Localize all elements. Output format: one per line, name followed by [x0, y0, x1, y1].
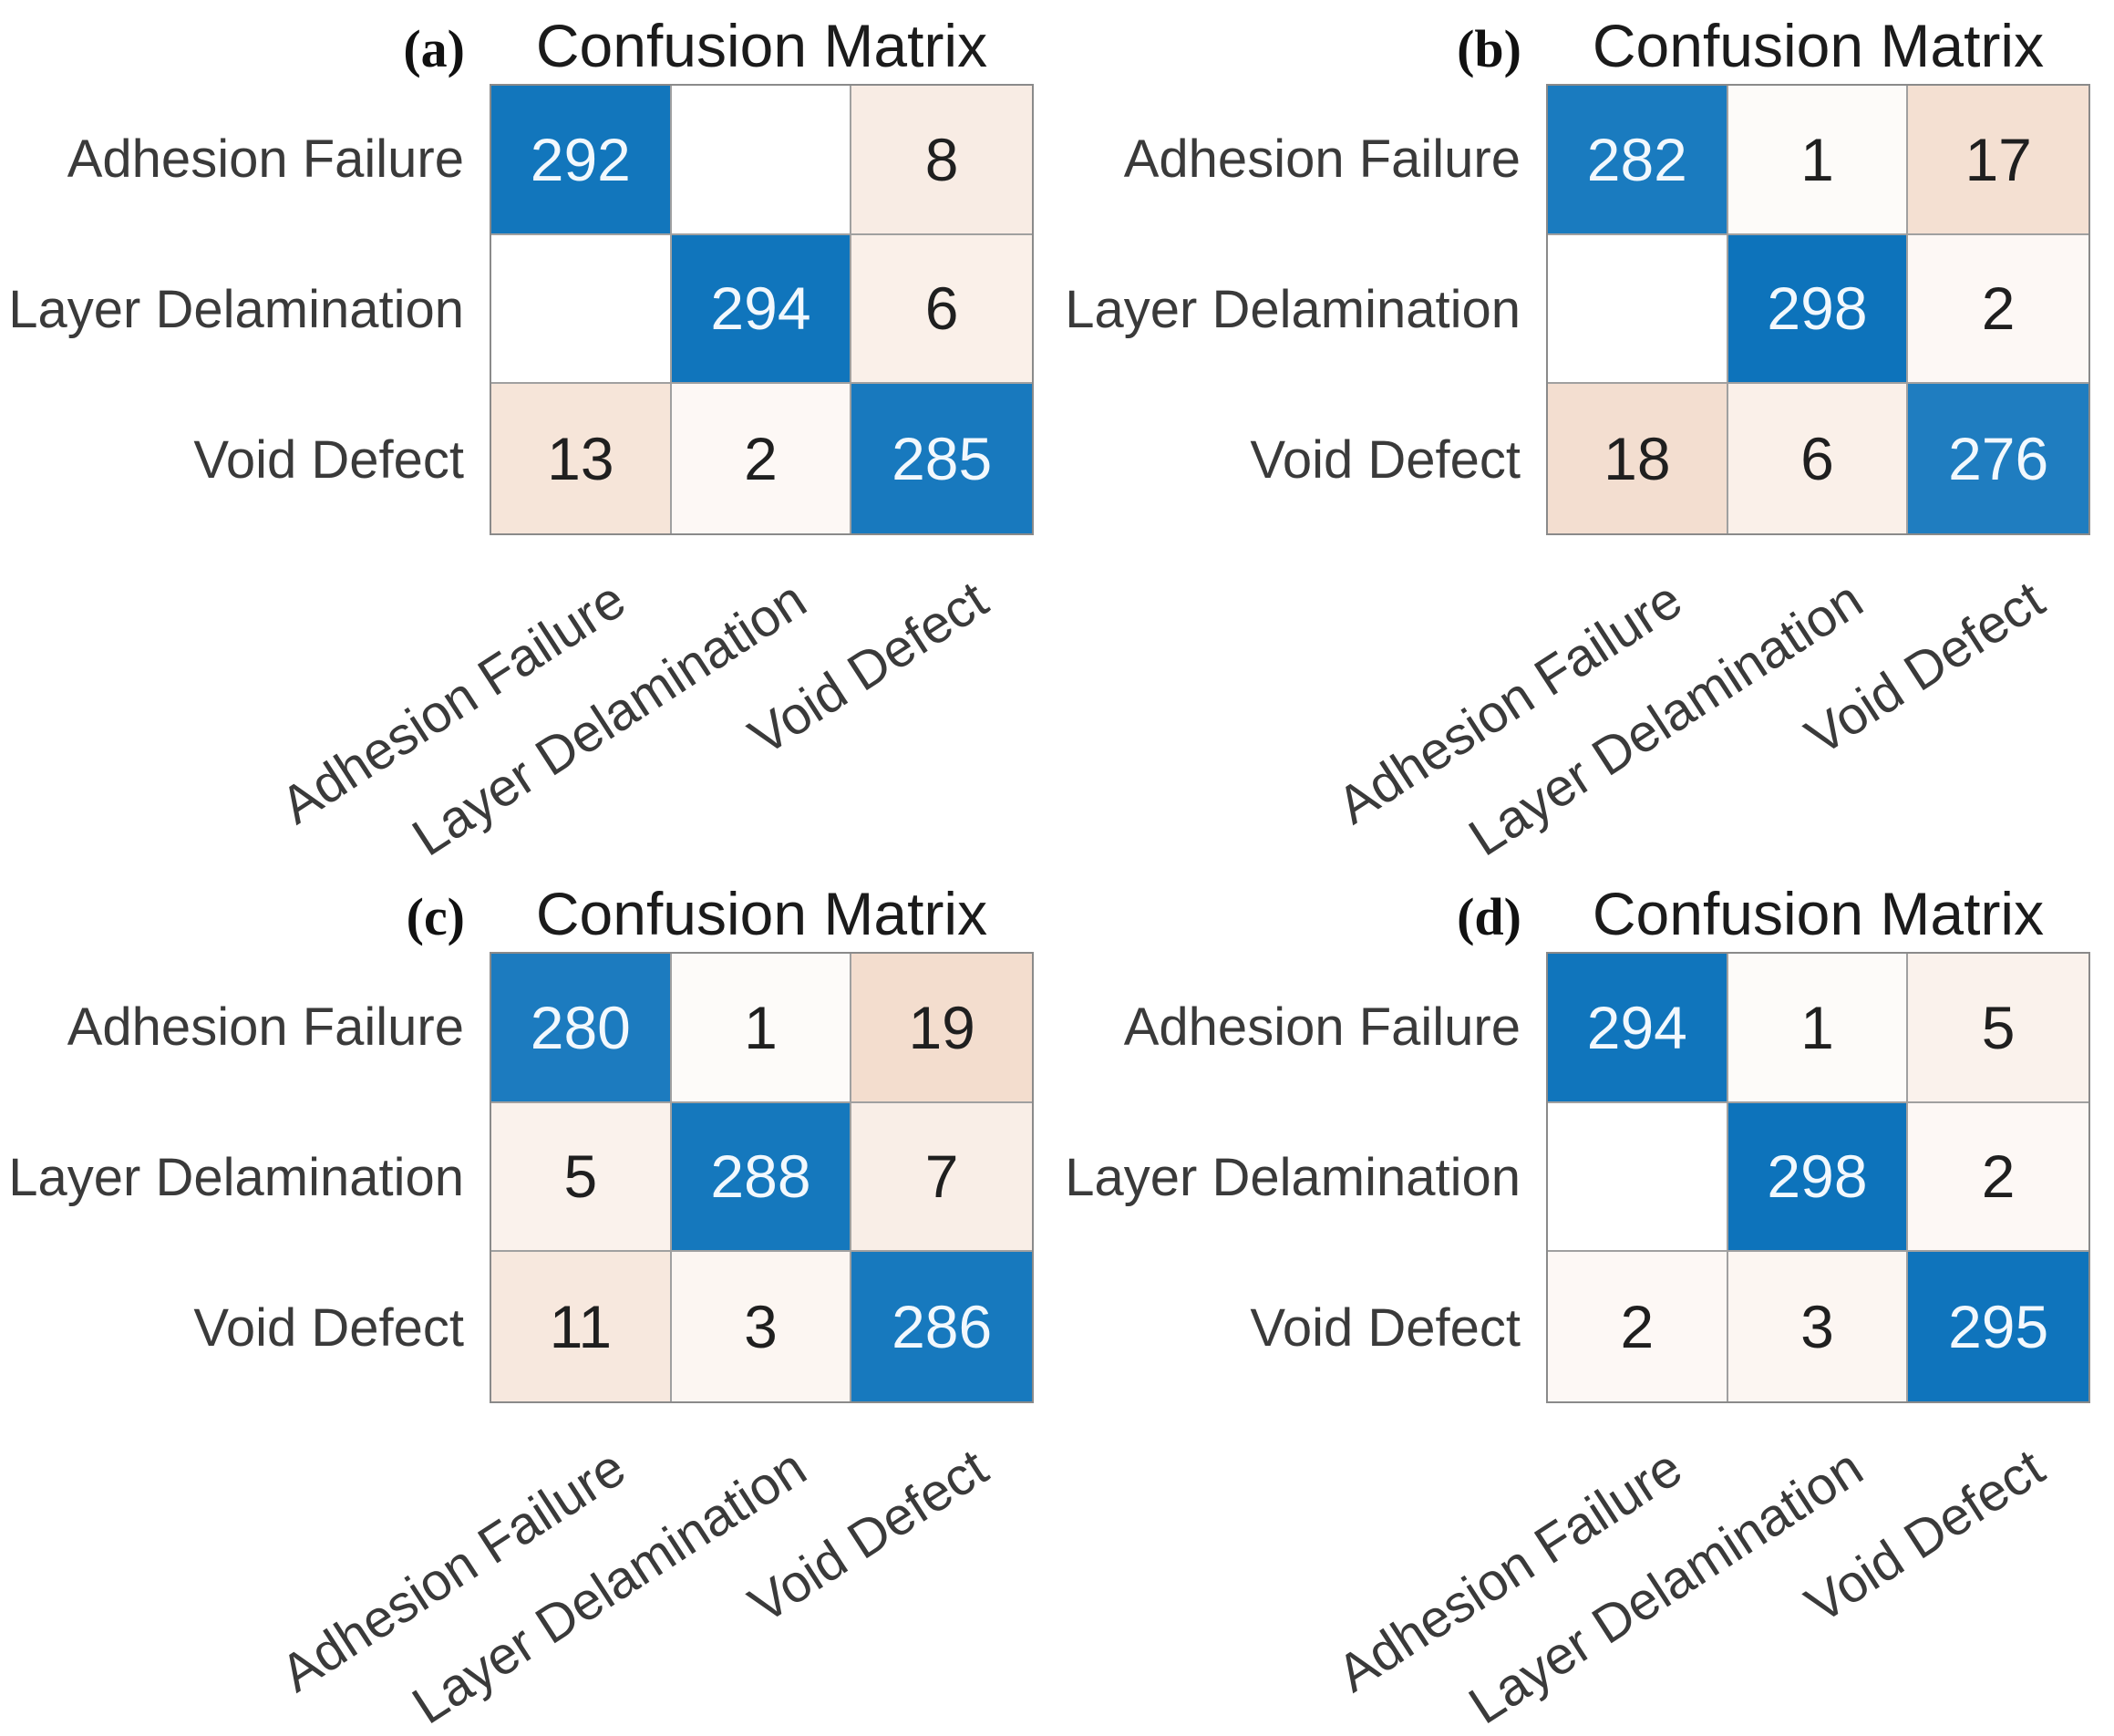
y-tick-label: Layer Delamination	[1065, 280, 1521, 339]
matrix-cell: 7	[851, 1102, 1032, 1253]
matrix-cell: 286	[851, 1252, 1032, 1401]
chart-title: Confusion Matrix	[1592, 880, 2045, 947]
matrix-cell: 6	[851, 234, 1032, 385]
y-tick-label: Layer Delamination	[8, 1148, 464, 1207]
matrix-cell: 5	[491, 1102, 672, 1253]
matrix-cell: 2	[671, 384, 852, 533]
confusion-matrix-grid: 292 8 294 6 13 2 285	[490, 84, 1034, 535]
matrix-cell: 294	[671, 234, 852, 385]
matrix-cell: 276	[1908, 384, 2088, 533]
y-axis-labels: Adhesion Failure Layer Delamination Void…	[1057, 84, 1533, 535]
matrix-cell: 1	[671, 954, 852, 1103]
matrix-cell: 294	[1548, 954, 1728, 1103]
y-axis-labels: Adhesion Failure Layer Delamination Void…	[1057, 952, 1533, 1403]
matrix-cell: 11	[491, 1252, 672, 1401]
matrix-cell: 285	[851, 384, 1032, 533]
confusion-matrix-grid: 294 1 5 298 2 2 3 295	[1546, 952, 2090, 1403]
matrix-cell: 3	[671, 1252, 852, 1401]
y-tick-label: Adhesion Failure	[67, 997, 464, 1057]
matrix-cell: 2	[1908, 1102, 2088, 1253]
matrix-cell: 6	[1727, 384, 1909, 533]
matrix-cell	[671, 86, 852, 235]
y-tick-label: Layer Delamination	[8, 280, 464, 339]
matrix-cell: 282	[1548, 86, 1728, 235]
y-tick-label: Layer Delamination	[1065, 1148, 1521, 1207]
y-tick-label: Adhesion Failure	[1123, 129, 1521, 189]
panel-a: (a) Confusion Matrix Adhesion Failure La…	[0, 0, 1057, 868]
y-tick-label: Adhesion Failure	[67, 129, 464, 189]
confusion-matrix-grid: 280 1 19 5 288 7 11 3 286	[490, 952, 1034, 1403]
y-tick-label: Void Defect	[193, 430, 464, 490]
matrix-cell: 13	[491, 384, 672, 533]
matrix-cell: 288	[671, 1102, 852, 1253]
panel-d: (d) Confusion Matrix Adhesion Failure La…	[1057, 868, 2114, 1736]
y-tick-label: Void Defect	[1250, 430, 1521, 490]
chart-title: Confusion Matrix	[535, 880, 988, 947]
y-tick-label: Void Defect	[193, 1298, 464, 1358]
matrix-cell: 19	[851, 954, 1032, 1103]
panel-c: (c) Confusion Matrix Adhesion Failure La…	[0, 868, 1057, 1736]
matrix-cell: 2	[1548, 1252, 1728, 1401]
matrix-cell: 3	[1727, 1252, 1909, 1401]
confusion-matrix-grid: 282 1 17 298 2 18 6 276	[1546, 84, 2090, 535]
matrix-cell: 298	[1727, 234, 1909, 385]
matrix-cell: 1	[1727, 954, 1909, 1103]
y-axis-labels: Adhesion Failure Layer Delamination Void…	[0, 84, 477, 535]
y-axis-labels: Adhesion Failure Layer Delamination Void…	[0, 952, 477, 1403]
matrix-cell: 8	[851, 86, 1032, 235]
y-tick-label: Adhesion Failure	[1123, 997, 1521, 1057]
panel-letter-a: (a)	[403, 19, 465, 78]
matrix-cell	[491, 234, 672, 385]
matrix-cell: 5	[1908, 954, 2088, 1103]
matrix-cell: 17	[1908, 86, 2088, 235]
matrix-cell: 280	[491, 954, 672, 1103]
matrix-cell: 298	[1727, 1102, 1909, 1253]
matrix-cell: 2	[1908, 234, 2088, 385]
panel-b: (b) Confusion Matrix Adhesion Failure La…	[1057, 0, 2114, 868]
panel-letter-b: (b)	[1457, 19, 1521, 78]
panel-letter-c: (c)	[406, 887, 465, 946]
matrix-cell	[1548, 1102, 1728, 1253]
matrix-cell: 292	[491, 86, 672, 235]
chart-title: Confusion Matrix	[535, 12, 988, 79]
matrix-cell: 295	[1908, 1252, 2088, 1401]
chart-title: Confusion Matrix	[1592, 12, 2045, 79]
panel-letter-d: (d)	[1457, 887, 1521, 946]
matrix-cell: 18	[1548, 384, 1728, 533]
y-tick-label: Void Defect	[1250, 1298, 1521, 1358]
matrix-cell: 1	[1727, 86, 1909, 235]
matrix-cell	[1548, 234, 1728, 385]
